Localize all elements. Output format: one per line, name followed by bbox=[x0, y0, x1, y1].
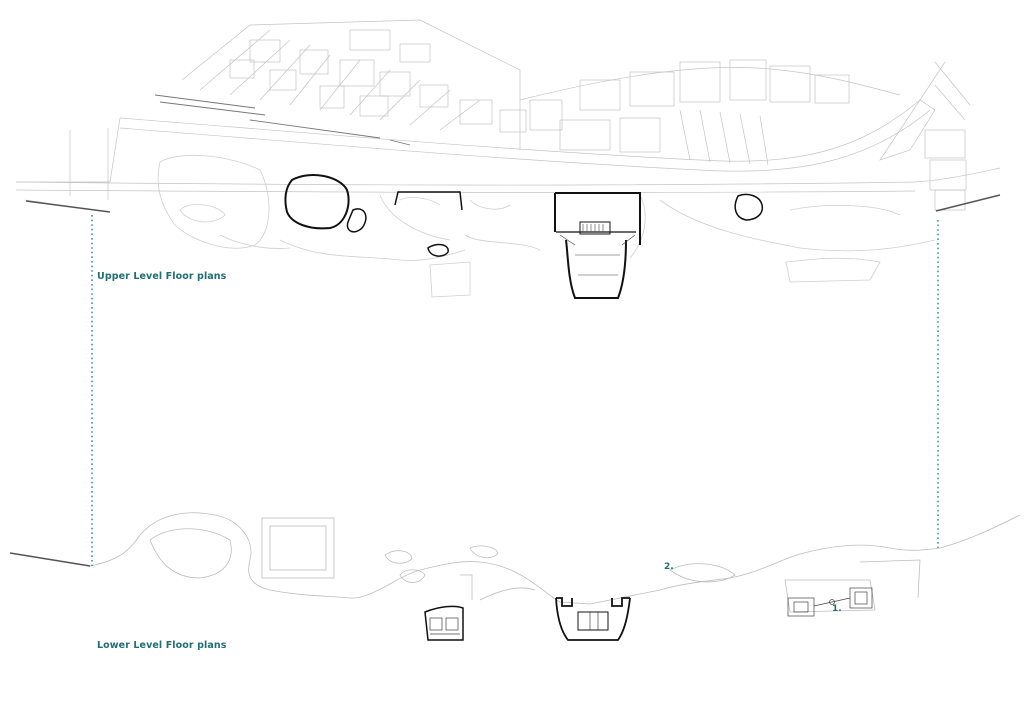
upper-level-building-details bbox=[559, 224, 636, 276]
level-connector-lines bbox=[91, 215, 939, 566]
lower-level-coastline bbox=[89, 512, 1021, 613]
quay-hatching bbox=[9, 194, 1001, 567]
upper-level-cave-outlines bbox=[157, 154, 936, 298]
marker-1-label: 1. bbox=[832, 604, 842, 614]
marker-2-label: 2. bbox=[664, 562, 674, 572]
rail-lines bbox=[154, 94, 411, 146]
lower-level-building-outlines bbox=[424, 597, 631, 641]
upper-level-building-outlines bbox=[284, 174, 764, 299]
lower-level-building-details bbox=[429, 587, 873, 635]
lower-level-label: Lower Level Floor plans bbox=[97, 640, 227, 651]
town-context-lines bbox=[15, 19, 1001, 213]
upper-level-label: Upper Level Floor plans bbox=[97, 271, 227, 282]
